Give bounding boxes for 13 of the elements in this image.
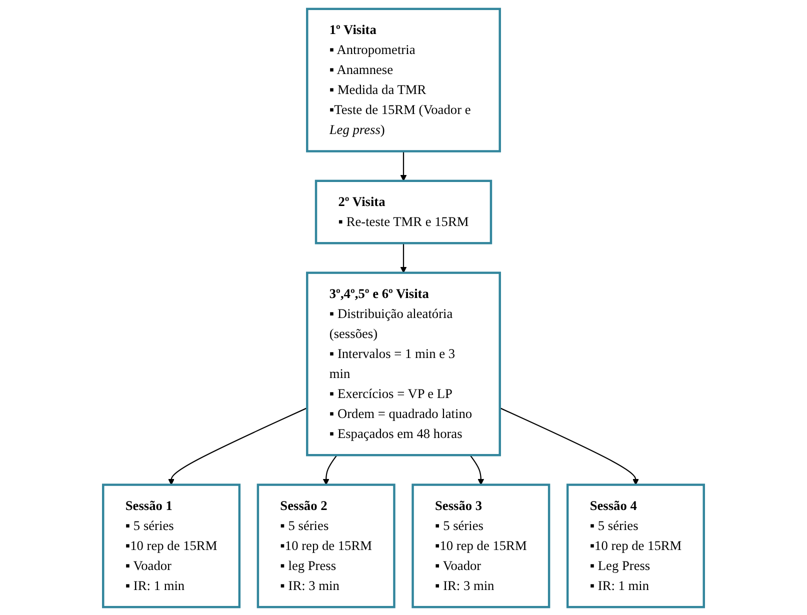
arrow bbox=[500, 406, 639, 485]
node-box: Sessão 2 ▪ 5 séries ▪10 rep de 15RM ▪ leg Press ▪ IR: 3 min bbox=[256, 483, 396, 608]
node-box: Sessão 1 ▪ 5 séries ▪10 rep de 15RM ▪ Voador ▪ IR: 1 min bbox=[102, 483, 241, 608]
arrow bbox=[470, 454, 484, 485]
arrow bbox=[400, 150, 407, 181]
node-box: 3º,4º,5º e 6º Visita ▪ Distribuição aleatória (sessões) ▪ Intervalos = 1 min e 3 min ▪ Exercícios = VP e LP ▪ Ordem = quadrado latino ▪ Espaçados em 48 horas bbox=[306, 271, 501, 456]
node-box: Sessão 3 ▪ 5 séries ▪10 rep de 15RM ▪ Voador ▪ IR: 3 min bbox=[412, 483, 550, 608]
arrow bbox=[168, 406, 308, 485]
node-box: 2º Visita ▪ Re-teste TMR e 15RM bbox=[314, 179, 492, 244]
node-box: 1º Visita ▪ Antropometria ▪ Anamnese ▪ Medida da TMR ▪Teste de 15RM (Voador e Leg press) bbox=[306, 7, 501, 152]
arrow bbox=[400, 242, 407, 273]
arrow bbox=[322, 454, 338, 485]
node-box: Sessão 4 ▪ 5 séries ▪10 rep de 15RM ▪ Leg Press ▪ IR: 1 min bbox=[566, 483, 705, 608]
